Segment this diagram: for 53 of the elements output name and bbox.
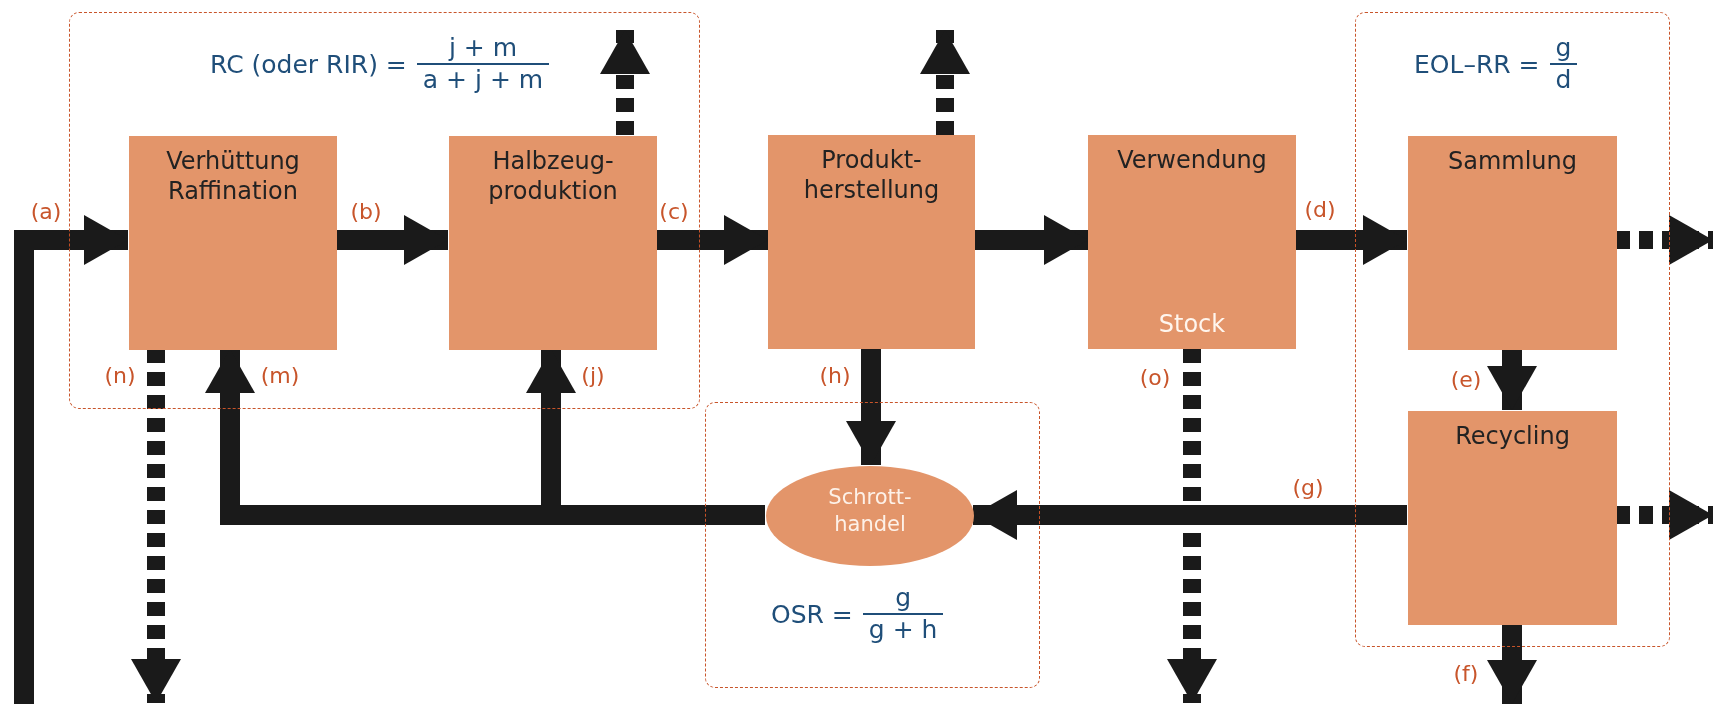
dashed-group-frame — [705, 402, 1040, 688]
process-box — [768, 135, 975, 349]
box-sublabel: Stock — [1157, 309, 1227, 339]
formula-text: OSR = — [771, 599, 853, 629]
process-box — [129, 136, 337, 350]
edge-label: (d) — [1304, 197, 1336, 223]
formula-text: RC (oder RIR) = — [210, 49, 407, 79]
edge-label: (m) — [260, 363, 300, 389]
edge-label: (e) — [1450, 367, 1482, 393]
edge-label: (h) — [819, 363, 851, 389]
process-box — [449, 136, 657, 350]
edge-label: (b) — [350, 199, 382, 225]
formula-denominator: d — [1549, 63, 1578, 95]
edge-label: (j) — [581, 363, 605, 389]
box-label: Verwendung — [1116, 145, 1268, 175]
edge-label: (n) — [104, 363, 136, 389]
formula-text: EOL–RR = — [1414, 49, 1540, 79]
dashed-arrow — [131, 349, 181, 703]
formula-numerator: g — [1554, 33, 1573, 63]
dashed-arrow — [1167, 349, 1217, 703]
box-label: Halbzeug- produktion — [487, 146, 619, 206]
dashed-arrow — [920, 30, 970, 135]
box-label: Produkt- herstellung — [802, 145, 941, 205]
box-label: Sammlung — [1447, 146, 1578, 176]
formula-numerator: j + m — [447, 33, 519, 63]
dashed-group-frame — [69, 12, 700, 409]
arrow — [1487, 624, 1537, 704]
process-box — [1408, 411, 1617, 625]
dashed-arrow — [1616, 490, 1713, 540]
edge-label: (c) — [659, 199, 689, 225]
formula-numerator: g — [894, 583, 913, 613]
dashed-arrow — [1616, 215, 1713, 265]
arrow — [1296, 215, 1407, 265]
arrow — [846, 349, 896, 465]
edge-label: (g) — [1292, 475, 1324, 501]
edge-label: (a) — [30, 199, 62, 225]
formula-denominator: g + h — [862, 613, 944, 645]
dashed-group-frame — [1355, 12, 1670, 647]
arrow — [336, 215, 448, 265]
dashed-arrow — [600, 30, 650, 135]
edge-label: (f) — [1453, 661, 1479, 687]
formula-denominator: a + j + m — [416, 63, 550, 95]
box-label: Schrott- handel — [827, 484, 913, 538]
arrow — [656, 215, 768, 265]
edge-label: (o) — [1139, 365, 1171, 391]
arrow — [1487, 349, 1537, 410]
box-label: Recycling — [1454, 421, 1571, 451]
arrow — [973, 490, 1407, 540]
arrow — [975, 215, 1088, 265]
box-label: Verhüttung Raffination — [165, 146, 301, 206]
process-box — [1088, 135, 1296, 349]
process-box — [1408, 136, 1617, 350]
arrow — [14, 215, 128, 704]
